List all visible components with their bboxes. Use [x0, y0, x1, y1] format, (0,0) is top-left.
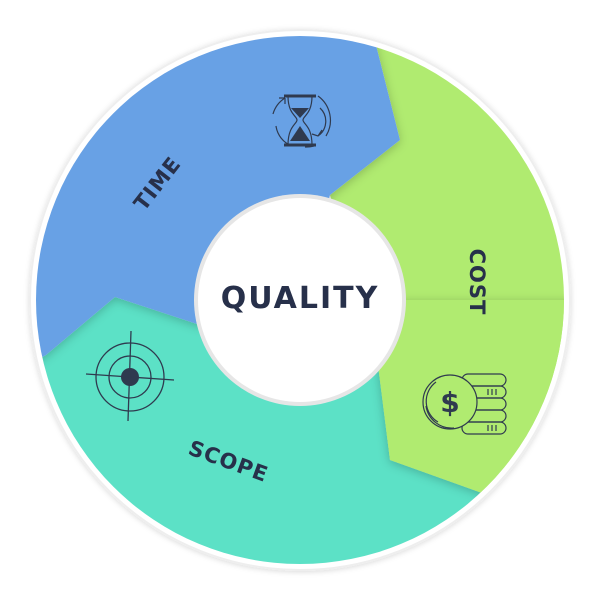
dollar-coins-icon: $ [422, 373, 507, 435]
svg-text:$: $ [440, 386, 459, 419]
hourglass-refresh-icon [272, 94, 331, 148]
center-label: QUALITY [221, 281, 380, 316]
target-crosshair-icon [85, 330, 175, 422]
center-circle [198, 198, 402, 402]
cost-label: COST [465, 249, 489, 316]
